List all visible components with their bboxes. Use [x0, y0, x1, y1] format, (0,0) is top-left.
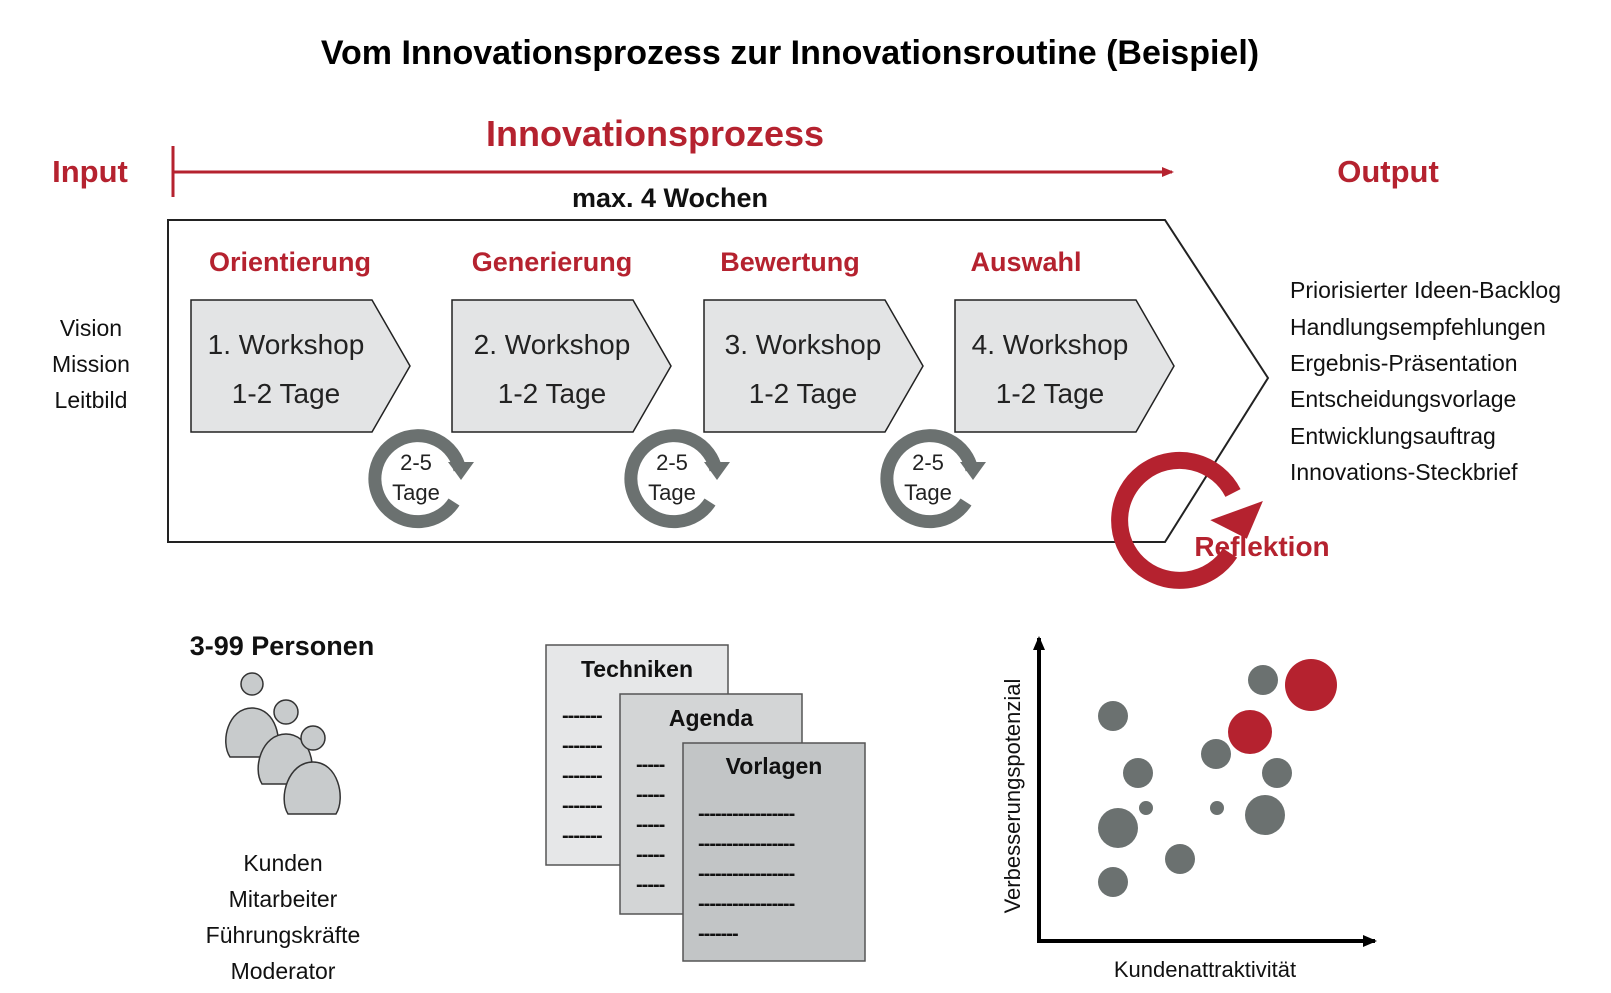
duration-label: max. 4 Wochen [572, 183, 768, 213]
bubble [1098, 808, 1138, 848]
doc2-line: ----- [636, 754, 665, 776]
cycle-text-bottom-2: Tage [648, 480, 696, 505]
people-group-icon [225, 672, 341, 815]
workshop-chevron-3 [703, 299, 924, 433]
cycle-text-bottom-1: Tage [392, 480, 440, 505]
workshop-days-4: 1-2 Tage [996, 378, 1104, 409]
workshop-days-1: 1-2 Tage [232, 378, 340, 409]
workshop-chevron-4 [954, 299, 1175, 433]
doc3-line: ----------------- [698, 893, 795, 915]
role-mitarbeiter: Mitarbeiter [229, 886, 338, 912]
people-heading: 3-99 Personen [190, 631, 375, 661]
cycle-text-top-2: 2-5 [656, 450, 688, 475]
role-fuehrungskraefte: Führungskräfte [206, 922, 361, 948]
bubble [1245, 795, 1285, 835]
bubble [1123, 758, 1153, 788]
doc3-line: ----------------- [698, 803, 795, 825]
output-item-5: Entwicklungsauftrag [1290, 423, 1496, 449]
doc2-line: ----- [636, 844, 665, 866]
matrix-bubbles [1098, 659, 1337, 897]
matrix-y-label: Verbesserungspotenzial [1000, 679, 1025, 914]
input-label: Input [52, 154, 128, 189]
output-label: Output [1337, 154, 1439, 189]
bubble [1248, 665, 1278, 695]
workshop-days-3: 1-2 Tage [749, 378, 857, 409]
bubble-highlight [1228, 710, 1272, 754]
cycle-icon-1 [368, 429, 474, 529]
stage-name-generierung: Generierung [472, 247, 633, 277]
input-item-mission: Mission [52, 351, 130, 377]
bubble [1201, 739, 1231, 769]
bubble [1098, 867, 1128, 897]
bubble [1210, 801, 1224, 815]
doc1-line: ------- [562, 705, 602, 727]
doc-title-agenda: Agenda [669, 705, 754, 731]
role-moderator: Moderator [231, 958, 336, 984]
process-heading: Innovationsprozess [486, 113, 824, 154]
cycle-icon-3 [880, 429, 986, 529]
role-kunden: Kunden [243, 850, 322, 876]
doc2-line: ----- [636, 814, 665, 836]
doc-title-techniken: Techniken [581, 656, 693, 682]
doc1-line: ------- [562, 795, 602, 817]
cycle-text-top-3: 2-5 [912, 450, 944, 475]
doc2-line: ----- [636, 784, 665, 806]
workshop-label-4: 4. Workshop [972, 329, 1129, 360]
doc3-line: ------- [698, 923, 738, 945]
doc1-line: ------- [562, 825, 602, 847]
document-vorlagen: Vorlagen ----------------- -------------… [682, 742, 866, 962]
cycle-text-top-1: 2-5 [400, 450, 432, 475]
input-item-leitbild: Leitbild [55, 387, 128, 413]
workshop-label-2: 2. Workshop [474, 329, 631, 360]
workshop-label-3: 3. Workshop [725, 329, 882, 360]
workshop-chevron-2 [451, 299, 672, 433]
stage-name-orientierung: Orientierung [209, 247, 371, 277]
input-item-vision: Vision [60, 315, 122, 341]
stage-name-bewertung: Bewertung [720, 247, 860, 277]
bubble [1262, 758, 1292, 788]
workshop-chevron-1 [190, 299, 411, 433]
bubble [1098, 701, 1128, 731]
doc3-line: ----------------- [698, 863, 795, 885]
doc1-line: ------- [562, 765, 602, 787]
doc1-line: ------- [562, 735, 602, 757]
cycle-icon-2 [624, 429, 730, 529]
doc2-line: ----- [636, 874, 665, 896]
page-title: Vom Innovationsprozess zur Innovationsro… [321, 34, 1259, 72]
bubble [1165, 844, 1195, 874]
bubble-highlight [1285, 659, 1337, 711]
output-item-4: Entscheidungsvorlage [1290, 386, 1516, 412]
reflection-label: Reflektion [1194, 531, 1329, 562]
matrix-x-label: Kundenattraktivität [1114, 957, 1296, 982]
workshop-label-1: 1. Workshop [208, 329, 365, 360]
output-item-6: Innovations-Steckbrief [1290, 459, 1518, 485]
output-item-1: Priorisierter Ideen-Backlog [1290, 277, 1561, 303]
bubble [1139, 801, 1153, 815]
workshop-days-2: 1-2 Tage [498, 378, 606, 409]
output-item-2: Handlungsempfehlungen [1290, 314, 1546, 340]
doc-title-vorlagen: Vorlagen [726, 753, 823, 779]
stage-name-auswahl: Auswahl [970, 247, 1081, 277]
doc3-line: ----------------- [698, 833, 795, 855]
cycle-text-bottom-3: Tage [904, 480, 952, 505]
output-item-3: Ergebnis-Präsentation [1290, 350, 1518, 376]
reflection-cycle-icon [1111, 451, 1263, 589]
